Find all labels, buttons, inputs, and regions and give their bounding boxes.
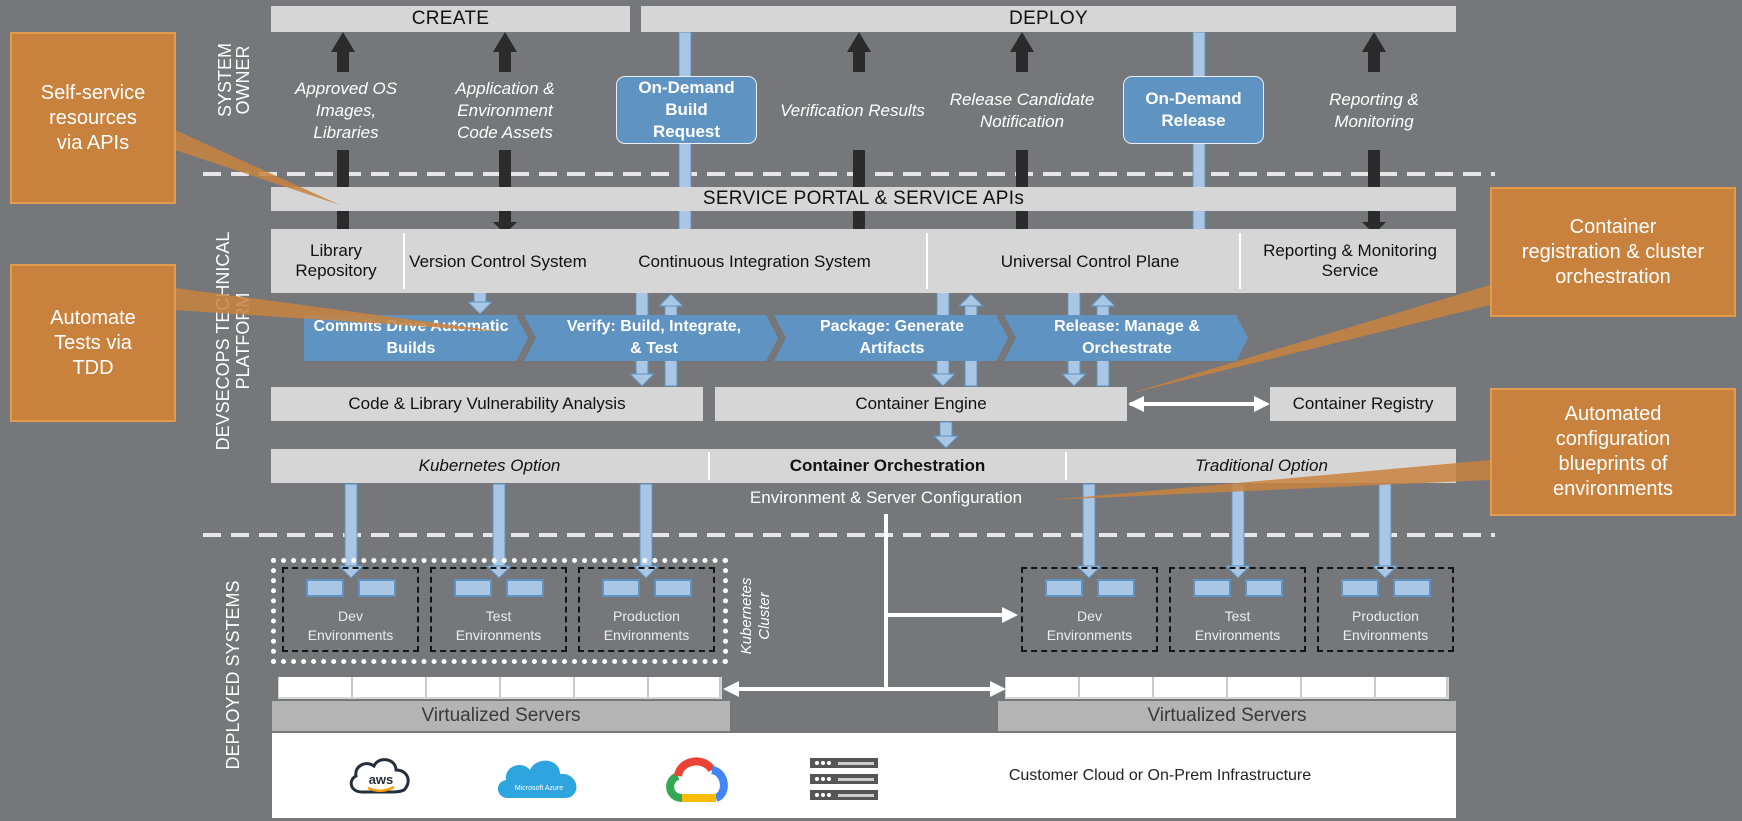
svg-text:aws: aws bbox=[369, 772, 394, 787]
server-chip bbox=[1341, 579, 1379, 597]
owner-item-reporting-monitoring: Reporting &Monitoring bbox=[1329, 90, 1419, 131]
pipeline-connectors bbox=[466, 289, 1117, 449]
aws-logo: aws bbox=[346, 752, 416, 804]
server-chip bbox=[654, 579, 692, 597]
container-orchestration[interactable]: Container Orchestration bbox=[789, 456, 986, 475]
server-chip bbox=[1097, 579, 1135, 597]
deploy-phase-bar: DEPLOY bbox=[641, 6, 1456, 32]
system-owner-label: SYSTEM OWNER bbox=[215, 43, 253, 118]
create-label: CREATE bbox=[411, 8, 490, 29]
server-chip bbox=[306, 579, 344, 597]
kubernetes-option[interactable]: Kubernetes Option bbox=[418, 456, 561, 475]
server-rack-icon bbox=[810, 756, 878, 802]
virtualized-servers-left[interactable]: Virtualized Servers bbox=[272, 701, 730, 731]
deploy-label: DEPLOY bbox=[1009, 8, 1088, 29]
service-portal-bar[interactable]: SERVICE PORTAL & SERVICE APIs bbox=[271, 187, 1456, 211]
container-registry[interactable]: Container Registry bbox=[1270, 387, 1456, 421]
microsoft-azure-logo: Microsoft Azure bbox=[494, 752, 584, 804]
continuous-integration-system[interactable]: Continuous Integration System bbox=[638, 252, 871, 271]
container-engine[interactable]: Container Engine bbox=[715, 387, 1127, 421]
svg-text:Microsoft Azure: Microsoft Azure bbox=[515, 785, 563, 792]
services-divider bbox=[926, 233, 928, 289]
infrastructure-label: Customer Cloud or On-Prem Infrastructure bbox=[1008, 767, 1312, 784]
pipeline-step-release: Release: Manage &Orchestrate bbox=[1054, 318, 1200, 357]
server-chip bbox=[1245, 579, 1283, 597]
deployed-systems-label: DEPLOYED SYSTEMS bbox=[223, 580, 243, 770]
white-connectors bbox=[735, 402, 1255, 691]
virtualized-servers-right[interactable]: Virtualized Servers bbox=[998, 701, 1456, 731]
server-chip bbox=[506, 579, 544, 597]
white-arrowheads bbox=[723, 396, 1270, 697]
orchestration-down-arrows bbox=[337, 483, 1399, 579]
services-divider bbox=[403, 233, 405, 289]
service-portal-label: SERVICE PORTAL & SERVICE APIs bbox=[702, 188, 1025, 209]
version-control-system[interactable]: Version Control System bbox=[409, 252, 587, 271]
server-chip bbox=[454, 579, 492, 597]
orchestration-divider bbox=[708, 452, 710, 480]
server-chip bbox=[358, 579, 396, 597]
server-chip bbox=[1193, 579, 1231, 597]
create-phase-bar: CREATE bbox=[271, 6, 630, 32]
environment-server-configuration: Environment & Server Configuration bbox=[749, 488, 1023, 507]
google-cloud-logo bbox=[662, 752, 730, 806]
server-chip bbox=[602, 579, 640, 597]
server-cells-left bbox=[278, 677, 722, 699]
traditional-option[interactable]: Traditional Option bbox=[1195, 456, 1328, 475]
universal-control-plane[interactable]: Universal Control Plane bbox=[1000, 252, 1180, 271]
owner-item-verification-results: Verification Results bbox=[780, 101, 925, 120]
server-cells-right bbox=[1005, 677, 1449, 699]
vulnerability-analysis[interactable]: Code & Library Vulnerability Analysis bbox=[271, 387, 703, 421]
server-chip bbox=[1393, 579, 1431, 597]
services-row bbox=[271, 229, 1456, 293]
server-chip bbox=[1045, 579, 1083, 597]
devsecops-platform-label: DEVSECOPS TECHNICAL PLATFORM bbox=[213, 231, 253, 451]
pipeline-step-verify: Verify: Build, Integrate,& Test bbox=[566, 318, 742, 357]
kubernetes-cluster-boundary bbox=[271, 558, 728, 664]
owner-up-arrows bbox=[331, 32, 1386, 72]
services-divider bbox=[1239, 233, 1241, 289]
